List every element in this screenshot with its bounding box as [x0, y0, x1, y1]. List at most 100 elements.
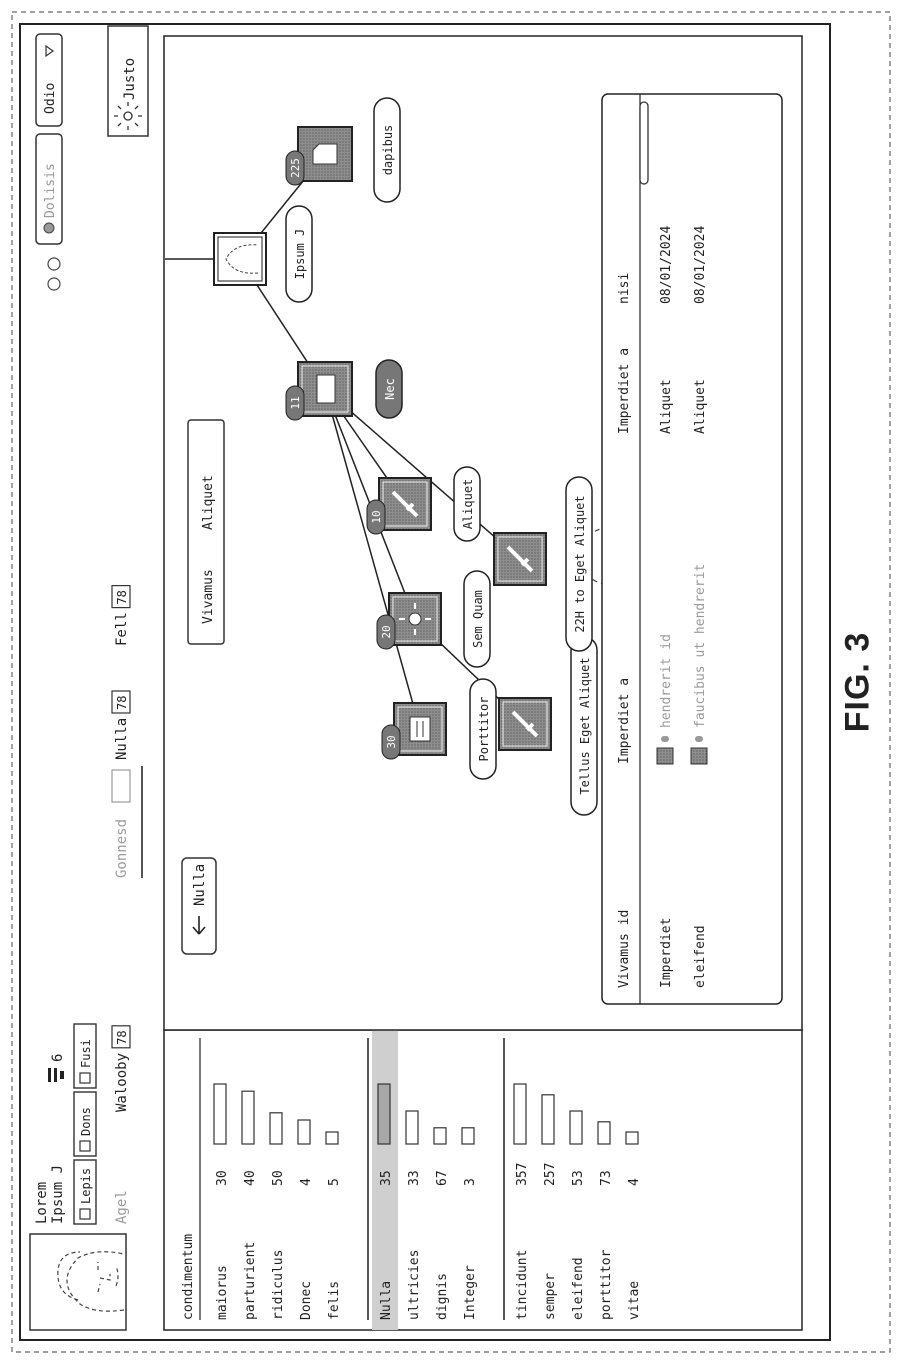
gear-button-label: Dolisis	[43, 163, 58, 218]
table-cell: 08/01/2024	[693, 226, 708, 304]
sidebar-title: condimentum	[181, 1234, 196, 1320]
sidebar-item-bar	[434, 1128, 446, 1144]
sidebar-item-bar	[570, 1111, 582, 1144]
table-header-cell: Imperdiet a	[617, 678, 632, 764]
table-cell: faucibus ut hendrerit	[693, 564, 708, 728]
sidebar-item-value: 357	[515, 1163, 530, 1186]
node-count-value: 225	[289, 158, 302, 178]
sidebar-item-label: felis	[327, 1281, 342, 1320]
tab-label: Nulla	[114, 718, 130, 760]
sidebar-item-label: porttitor	[599, 1249, 614, 1320]
sidebar-item-value: 40	[243, 1170, 258, 1186]
sidebar-item-value: 4	[299, 1178, 314, 1186]
table-cell: 08/01/2024	[659, 226, 674, 304]
node-count-value: 11	[289, 396, 302, 409]
sidebar-item-value: 4	[627, 1178, 642, 1186]
filter-label: Dons	[79, 1107, 93, 1136]
sidebar-item-bar	[242, 1091, 254, 1144]
sidebar-item-value: 50	[271, 1170, 286, 1186]
odio-select-label: Odio	[43, 83, 58, 114]
sidebar-item-bar	[298, 1120, 310, 1144]
gear-icon	[44, 223, 54, 233]
sidebar-item-label: Nulla	[379, 1281, 394, 1320]
user-count-value: 6	[50, 1054, 66, 1062]
node-label: dapibus	[381, 125, 395, 176]
user-name-line2: Ipsum J	[50, 1165, 66, 1224]
vivamus-dropdown-value: Aliquet	[201, 475, 216, 530]
back-button-label: Nulla	[192, 864, 208, 906]
filter-checkboxes: Lepis Dons Fusi	[74, 1024, 96, 1224]
folder-icon	[317, 375, 335, 403]
sidebar-item-label: ridiculus	[271, 1250, 286, 1320]
node-count-value: 10	[370, 510, 383, 523]
sidebar-item-value: 3	[463, 1178, 478, 1186]
sidebar-item-bar	[378, 1084, 390, 1144]
sidebar-item-bar	[542, 1095, 554, 1144]
status-dot	[695, 736, 703, 742]
node-box	[214, 233, 266, 285]
sidebar-item-bar	[270, 1113, 282, 1144]
tab-label: Fell	[114, 612, 130, 646]
node-label: Porttitor	[477, 696, 491, 761]
device-icon	[410, 717, 430, 741]
tab-item[interactable]: Agel	[114, 1190, 130, 1224]
tab-label: Agel	[114, 1190, 130, 1224]
sidebar-item-label: eleifend	[571, 1257, 586, 1320]
sidebar-panel	[164, 1030, 802, 1330]
tab-count-value: 78	[115, 1030, 129, 1044]
document-icon	[313, 144, 337, 164]
tab-item[interactable]: Fell 78	[112, 586, 130, 646]
table-header-cell: Imperdiet a	[617, 348, 632, 434]
avatar[interactable]	[30, 1234, 126, 1330]
sidebar-item-value: 33	[407, 1170, 422, 1186]
sidebar-item-value: 30	[215, 1170, 230, 1186]
table-cell: Aliquet	[659, 379, 674, 434]
tab-item[interactable]: Walooby 78	[112, 1026, 130, 1112]
sidebar-item-bar	[598, 1122, 610, 1144]
filter-label: Lepis	[79, 1168, 93, 1204]
sidebar-item-nulla[interactable]: Nulla35	[372, 1030, 398, 1330]
sun-icon	[409, 613, 421, 625]
filter-fusi[interactable]: Fusi	[74, 1024, 96, 1088]
node-count-value: 30	[385, 735, 398, 748]
tab-item[interactable]: Nulla78	[112, 691, 130, 760]
sidebar-item-label: Donec	[299, 1281, 314, 1320]
syringe-icon	[657, 748, 673, 764]
sidebar-item-bar	[214, 1084, 226, 1144]
node-label: Ipsum J	[293, 229, 307, 280]
filter-label: Fusi	[79, 1039, 93, 1068]
sidebar-item-label: dignis	[435, 1273, 450, 1320]
sidebar-item-value: 73	[599, 1170, 614, 1186]
tab-label: Walooby	[114, 1053, 130, 1112]
filter-dons[interactable]: Dons	[74, 1092, 96, 1156]
sidebar-item-bar	[326, 1132, 338, 1144]
graph-node-n10[interactable]: 10Aliquet	[367, 467, 480, 541]
sidebar-item-label: vitae	[627, 1281, 642, 1320]
table-frame	[602, 94, 782, 1004]
filter-lepis[interactable]: Lepis	[74, 1160, 96, 1224]
graph-node-hub[interactable]: 11 Nec	[286, 360, 402, 420]
results-table: Vivamus idImperdiet aImperdiet anisiImpe…	[602, 94, 782, 1004]
sidebar-item-value: 5	[327, 1178, 342, 1186]
figure-label: FIG. 3	[839, 632, 878, 732]
checkbox-icon	[80, 1209, 90, 1219]
table-header-cell: Vivamus id	[617, 910, 632, 988]
sidebar-item-bar	[406, 1111, 418, 1144]
tab-count-badge	[112, 770, 130, 802]
sidebar-item-value: 53	[571, 1170, 586, 1186]
table-scrollbar[interactable]	[640, 102, 648, 184]
tab-count-value: 78	[115, 590, 129, 604]
tab-justo-label: Justo	[122, 58, 138, 100]
tab-label: Gonnesd	[114, 819, 130, 878]
node-count-value: 20	[380, 625, 393, 638]
sidebar-item-bar	[514, 1084, 526, 1144]
table-cell: hendrerit id	[659, 634, 674, 728]
checkbox-icon	[80, 1141, 90, 1151]
node-label: Nec	[383, 378, 397, 400]
sidebar-item-label: ultricies	[407, 1250, 422, 1320]
sidebar-item-label: semper	[543, 1273, 558, 1320]
status-dot	[661, 736, 669, 742]
vivamus-dropdown-label: Vivamus	[201, 569, 216, 624]
